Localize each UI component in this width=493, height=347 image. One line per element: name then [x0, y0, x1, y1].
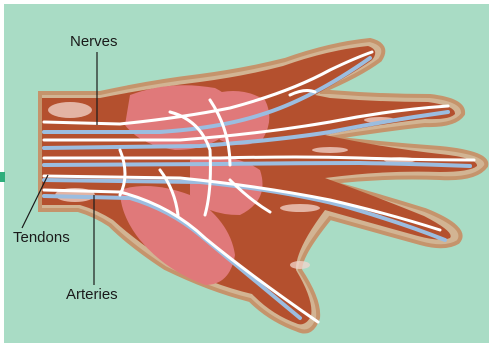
arteries-label: Arteries — [66, 286, 118, 303]
nerves-label: Nerves — [70, 33, 118, 50]
tendons-label: Tendons — [13, 229, 70, 246]
